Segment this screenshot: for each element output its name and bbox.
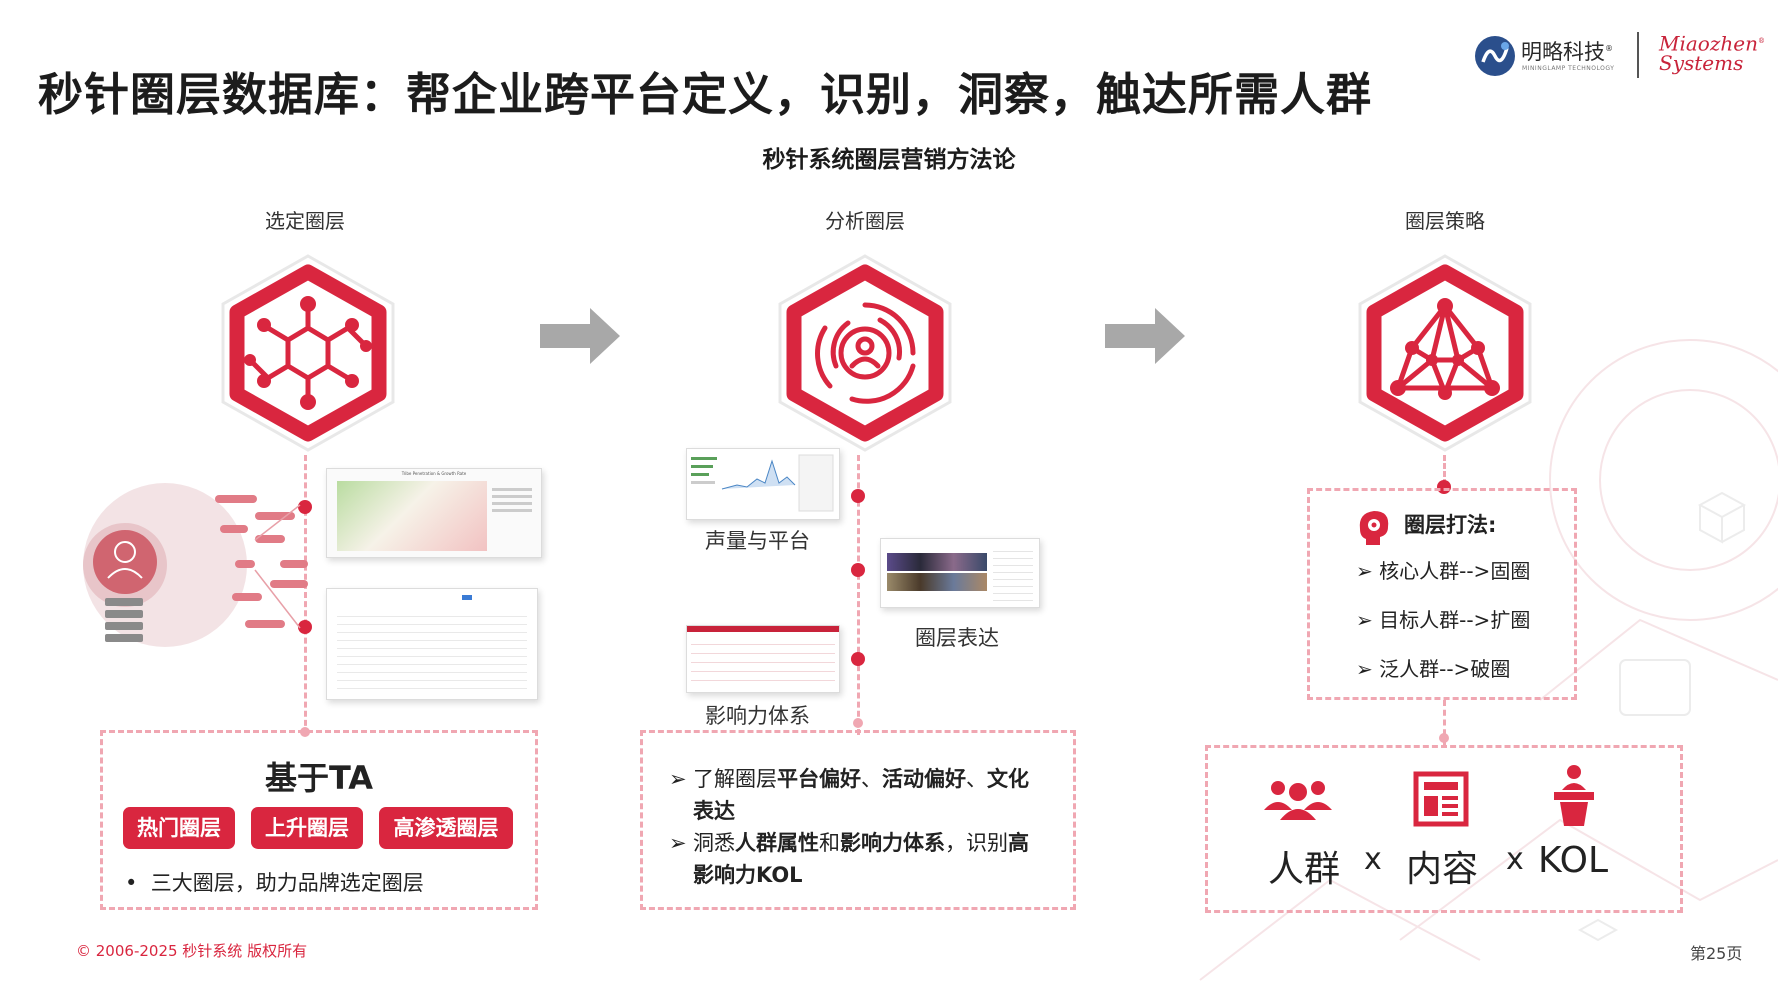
connector-line bbox=[1443, 700, 1446, 745]
copyright: © 2006-2025 秒针系统 版权所有 bbox=[76, 942, 308, 960]
step-arrow-right-icon bbox=[1105, 308, 1185, 364]
caption-tribe-expression: 圈层表达 bbox=[915, 626, 999, 650]
arrow-bullet-icon: ➢ bbox=[1356, 657, 1373, 681]
registered-mark: ® bbox=[1605, 44, 1613, 53]
caption-influence-system: 影响力体系 bbox=[705, 704, 810, 728]
molecule-network-icon bbox=[1358, 254, 1532, 452]
connector-dot bbox=[851, 563, 865, 577]
connector-line bbox=[304, 455, 307, 735]
volume-platform-thumbnail bbox=[686, 448, 840, 520]
analyze-bullet-2-mid2: ，识别 bbox=[945, 831, 1008, 855]
analyze-bullet-2-b1: 人群属性 bbox=[735, 831, 819, 855]
select-tribe-box: 基于TA 热门圈层 上升圈层 高渗透圈层 • 三大圈层，助力品牌选定圈层 bbox=[100, 730, 538, 910]
formula-kol: KOL bbox=[1538, 840, 1609, 881]
tribe-expression-thumbnail bbox=[880, 538, 1040, 608]
connector-dot bbox=[298, 620, 312, 634]
connector-dot bbox=[853, 718, 863, 728]
analyze-bullet-1-mid2: 、 bbox=[966, 767, 987, 791]
analyze-bullet-1-b1: 平台偏好 bbox=[777, 767, 861, 791]
strategy-item: ➢ 目标人群-->扩圈 bbox=[1356, 604, 1530, 633]
persona-connector-lines bbox=[254, 504, 301, 629]
connector-dot bbox=[1439, 733, 1449, 743]
connector-dot bbox=[851, 489, 865, 503]
analyze-bullet-2: ➢洞悉人群属性和影响力体系，识别高影响力KOL bbox=[669, 827, 1039, 891]
arrow-bullet-icon: ➢ bbox=[1356, 608, 1373, 632]
connector-dot bbox=[851, 652, 865, 666]
formula-box: 人群 x 内容 x KOL bbox=[1205, 745, 1683, 913]
page-title: 秒针圈层数据库：帮企业跨平台定义，识别，洞察，触达所需人群 bbox=[38, 68, 1373, 121]
volume-line-chart-icon bbox=[691, 454, 834, 512]
analyze-bullet-2-b3: 高影响力KOL bbox=[693, 831, 1029, 887]
formula-times-1: x bbox=[1364, 842, 1382, 877]
step-label-strategy: 圈层策略 bbox=[1405, 209, 1485, 233]
strategy-item-broad: 泛人群-->破圈 bbox=[1379, 657, 1511, 681]
mininglamp-logo-icon bbox=[1475, 36, 1515, 76]
network-cube-icon bbox=[221, 254, 395, 452]
analyze-bullet-1-mid: 、 bbox=[861, 767, 882, 791]
company-name-cn: 明略科技 bbox=[1521, 40, 1605, 64]
strategy-item: ➢ 核心人群-->固圈 bbox=[1356, 555, 1530, 584]
analyze-bullet-2-b2: 影响力体系 bbox=[840, 831, 945, 855]
analyze-tribe-box: ➢了解圈层平台偏好、活动偏好、文化表达 ➢洞悉人群属性和影响力体系，识别高影响力… bbox=[640, 730, 1076, 910]
persona-tags-illustration bbox=[83, 483, 308, 647]
strategy-item: ➢ 泛人群-->破圈 bbox=[1356, 653, 1510, 682]
logo-divider bbox=[1637, 32, 1639, 78]
step-arrow-right-icon bbox=[540, 308, 620, 364]
brand-logos: 明略科技® MININGLAMP TECHNOLOGY Miaozhen® Sy… bbox=[1473, 30, 1765, 85]
tribe-table-thumbnail bbox=[326, 588, 538, 700]
step-label-analyze: 分析圈层 bbox=[825, 209, 905, 233]
formula-content: 内容 bbox=[1406, 849, 1479, 890]
strategy-item-target: 目标人群-->扩圈 bbox=[1379, 608, 1531, 632]
strategy-box: 圈层打法: ➢ 核心人群-->固圈 ➢ 目标人群-->扩圈 ➢ 泛人群-->破圈 bbox=[1307, 488, 1577, 700]
target-user-icon bbox=[778, 254, 952, 452]
thumbnail-chart-title: Tribe Penetration & Growth Rate bbox=[401, 471, 467, 476]
arrow-bullet-icon: ➢ bbox=[1356, 559, 1373, 583]
brand-line2: Systems bbox=[1659, 50, 1744, 75]
brain-gear-icon bbox=[1359, 511, 1389, 545]
analyze-bullet-2-mid: 和 bbox=[819, 831, 840, 855]
caption-volume-platform: 声量与平台 bbox=[705, 529, 810, 553]
connector-line bbox=[1443, 455, 1446, 485]
formula-people: 人群 bbox=[1268, 849, 1341, 890]
tag-rising-tribe: 上升圈层 bbox=[251, 807, 363, 849]
news-content-icon bbox=[1413, 771, 1469, 827]
formula-times-2: x bbox=[1506, 842, 1524, 877]
brand-registered-mark: ® bbox=[1757, 37, 1765, 45]
analyze-bullet-1-b2: 活动偏好 bbox=[882, 767, 966, 791]
box-title: 基于TA bbox=[264, 759, 374, 797]
arrow-bullet-icon: ➢ bbox=[669, 831, 687, 855]
influence-system-thumbnail bbox=[686, 625, 840, 693]
tribe-penetration-chart-thumbnail: Tribe Penetration & Growth Rate bbox=[326, 468, 542, 558]
step-label-select: 选定圈层 bbox=[265, 209, 345, 233]
company-name-en: MININGLAMP TECHNOLOGY bbox=[1522, 65, 1615, 72]
analyze-bullet-1: ➢了解圈层平台偏好、活动偏好、文化表达 bbox=[669, 763, 1039, 827]
strategy-title: 圈层打法: bbox=[1404, 513, 1497, 537]
bullet-item: • 三大圈层，助力品牌选定圈层 bbox=[125, 871, 424, 895]
tag-high-penetration-tribe: 高渗透圈层 bbox=[379, 807, 513, 849]
tag-hot-tribe: 热门圈层 bbox=[123, 807, 235, 849]
speaker-podium-icon bbox=[1554, 765, 1594, 826]
people-group-icon bbox=[1264, 781, 1332, 820]
brand-line1: Miaozhen bbox=[1659, 31, 1758, 56]
analyze-bullet-2-pre: 洞悉 bbox=[693, 831, 735, 855]
page-number: 第25页 bbox=[1690, 944, 1743, 963]
subtitle: 秒针系统圈层营销方法论 bbox=[762, 147, 1016, 173]
connector-line bbox=[857, 455, 860, 735]
strategy-item-core: 核心人群-->固圈 bbox=[1379, 559, 1531, 583]
connector-dot bbox=[298, 500, 312, 514]
bullet-text: 三大圈层，助力品牌选定圈层 bbox=[150, 871, 424, 895]
analyze-bullet-1-b3: 文化表达 bbox=[693, 767, 1029, 823]
analyze-bullet-1-pre: 了解圈层 bbox=[693, 767, 777, 791]
arrow-bullet-icon: ➢ bbox=[669, 767, 687, 791]
